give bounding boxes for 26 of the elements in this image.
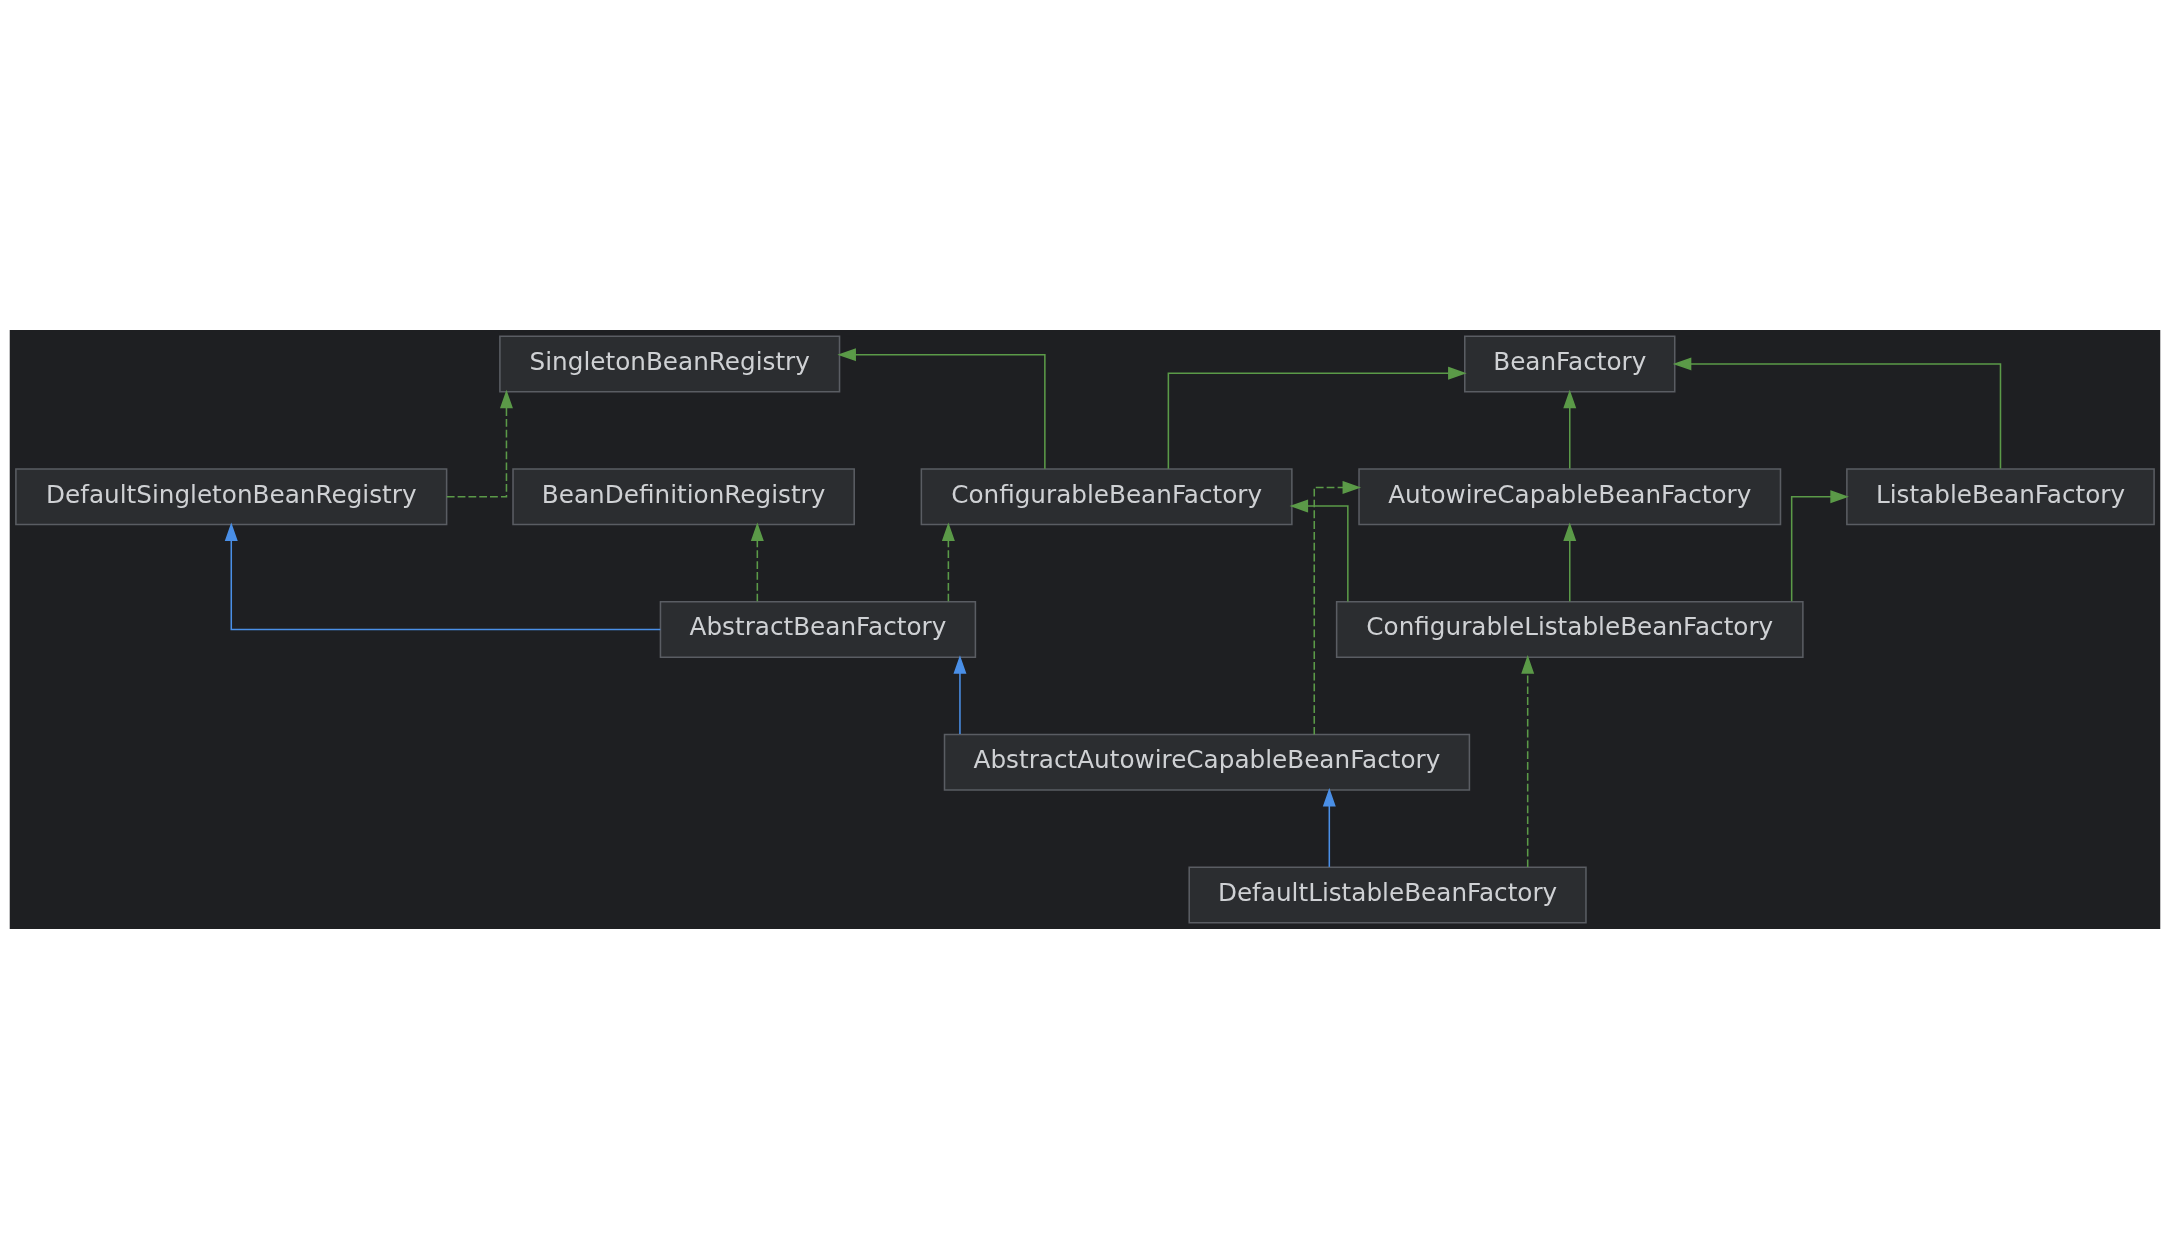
arrow [1313, 480, 1362, 735]
arrow [1289, 499, 1349, 602]
arrow [837, 347, 1046, 469]
arrow [1521, 654, 1535, 868]
arrow [445, 389, 513, 497]
arrow [750, 522, 764, 602]
arrow [224, 522, 662, 630]
arrow [953, 654, 967, 735]
node-box: AutowireCapableBeanFactory [1358, 467, 1782, 525]
arrow [1790, 489, 1849, 602]
arrow [1563, 389, 1577, 469]
node-box: ConfigurableBeanFactory [920, 467, 1293, 525]
node-box: BeanDefinitionRegistry [512, 467, 855, 525]
node-box: SingletonBeanRegistry [499, 334, 841, 392]
node-box: BeanFactory [1464, 334, 1676, 392]
node-box: ListableBeanFactory [1846, 467, 2155, 525]
node-box: AbstractBeanFactory [659, 600, 977, 658]
node-box: AbstractAutowireCapableBeanFactory [943, 733, 1471, 791]
node-box: ConfigurableListableBeanFactory [1335, 600, 1804, 658]
node-box: DefaultListableBeanFactory [1188, 866, 1587, 924]
node-box: DefaultSingletonBeanRegistry [15, 467, 448, 525]
arrow [1322, 787, 1336, 868]
arrow [1167, 366, 1467, 469]
arrow [1563, 522, 1577, 602]
arrow [941, 522, 955, 602]
arrow [1672, 356, 2002, 469]
